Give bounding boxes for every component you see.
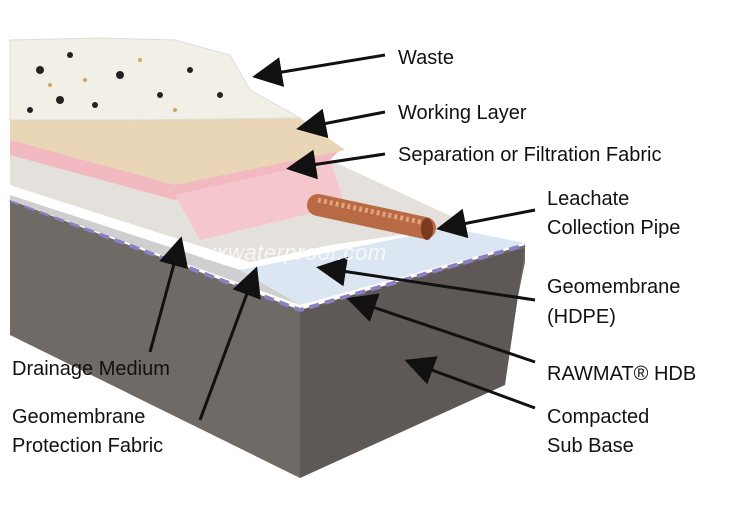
waste-layer (9, 37, 302, 121)
working-layer (10, 118, 345, 185)
label-protection-line2: Protection Fabric (12, 435, 164, 457)
separation-fabric-layer (10, 140, 340, 200)
label-waste: Waste (398, 47, 454, 69)
watermark: xxwaterproof.com (205, 240, 387, 265)
label-geomembrane-line1: Geomembrane (547, 276, 681, 298)
label-subbase-line2: Sub Base (547, 435, 634, 457)
rawmat-layer (9, 198, 526, 313)
label-pipe-line2: Collection Pipe (547, 217, 681, 239)
label-rawmat: RAWMAT® HDB (547, 363, 697, 385)
label-protection-line1: Geomembrane (12, 406, 146, 428)
label-drainage-medium: Drainage Medium (12, 358, 170, 380)
arrows (148, 53, 536, 421)
label-working-layer: Working Layer (398, 102, 527, 124)
separation-fabric-side (175, 160, 345, 240)
label-separation-fabric: Separation or Filtration Fabric (398, 144, 662, 166)
waste-debris (27, 52, 223, 113)
leachate-pipe (307, 194, 436, 240)
label-subbase-line1: Compacted (547, 406, 650, 428)
label-pipe-line1: Leachate (547, 188, 630, 210)
label-geomembrane-line2: (HDPE) (547, 306, 616, 328)
geomembrane-edge (10, 195, 300, 305)
geomembrane-layer (240, 228, 525, 305)
waste-speckles (48, 58, 177, 112)
